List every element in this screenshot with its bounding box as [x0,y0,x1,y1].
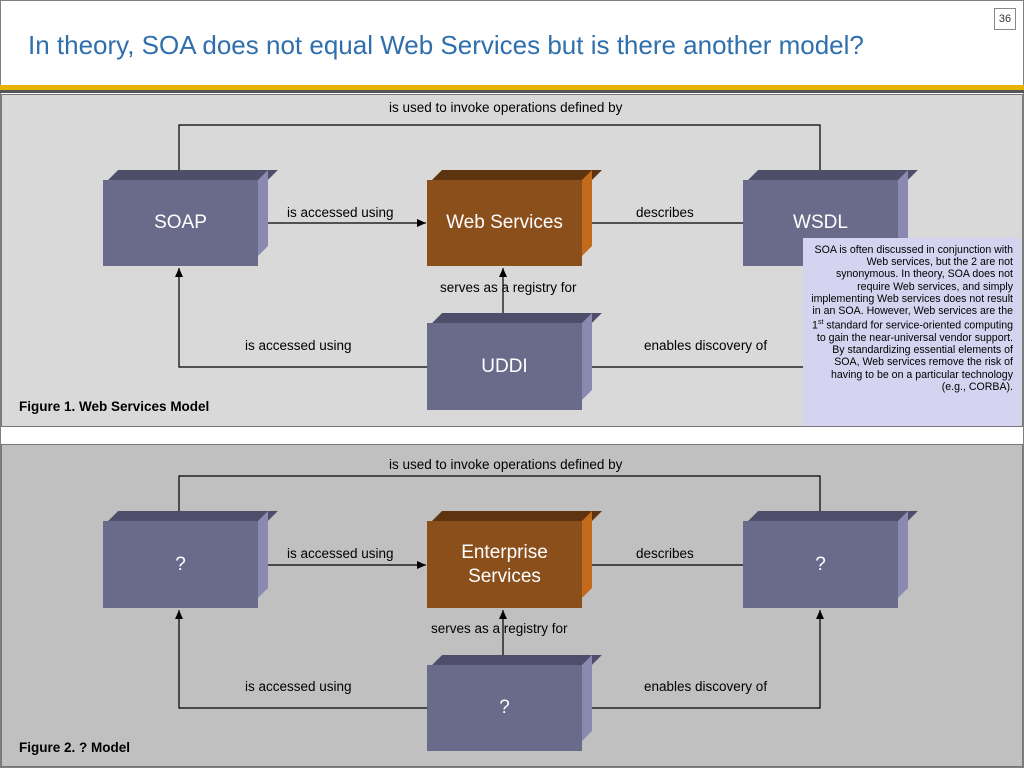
fig2-node-left: ? [103,511,268,608]
fig2-node-right: ? [743,511,908,608]
fig2-node-bottom: ? [427,655,592,751]
fig2-node-bottom-label: ? [427,665,582,751]
fig2-node-enterprise-services: Enterprise Services [427,511,602,608]
fig2-bottom-to-left [175,610,428,709]
fig2-node-left-label: ? [103,521,258,608]
fig1-label-bottom-to-left: is accessed using [245,338,352,353]
fig1-bottom-to-left [175,268,428,368]
title-rule-dark [0,90,1024,93]
fig1-label-bottom-to-center: serves as a registry for [440,280,577,295]
fig1-label-right-to-center: describes [636,205,694,220]
fig2-caption: Figure 2. ? Model [19,740,131,755]
fig1-caption: Figure 1. Web Services Model [19,399,210,414]
fig2-label-left-to-center: is accessed using [287,546,394,561]
fig2-label-right-to-center: describes [636,546,694,561]
fig1-top-connector [178,124,824,180]
soa-note-sup: st [817,319,824,327]
fig1-node-soap: SOAP [103,170,268,266]
slide-title: In theory, SOA does not equal Web Servic… [28,30,864,60]
fig1-label-top: is used to invoke operations defined by [389,100,623,115]
fig2-node-enterprise-services-label: Enterprise Services [427,521,582,608]
fig1-node-web-services-label: Web Services [427,180,582,266]
fig1-label-left-to-center: is accessed using [287,205,394,220]
panel-separator [1,427,1023,444]
fig2-label-bottom-to-center: serves as a registry for [431,621,568,636]
fig2-node-right-label: ? [743,521,898,608]
fig1-node-uddi-label: UDDI [427,323,582,410]
fig2-top-connector [178,475,824,522]
soa-note-text-b: standard for service-oriented computing … [816,319,1013,393]
fig1-label-bottom-to-right: enables discovery of [644,338,768,353]
fig2-label-bottom-to-left: is accessed using [245,679,352,694]
title-rule-gold [0,85,1024,90]
fig1-node-soap-label: SOAP [103,180,258,266]
fig2-bottom-to-right [580,610,824,709]
soa-note-text-a: SOA is often discussed in conjunction wi… [811,244,1013,332]
page-number: 36 [994,8,1016,30]
soa-note: SOA is often discussed in conjunction wi… [803,238,1021,426]
fig1-node-web-services: Web Services [427,170,602,266]
fig2-label-top: is used to invoke operations defined by [389,457,623,472]
fig2-label-bottom-to-right: enables discovery of [644,679,768,694]
fig1-node-uddi: UDDI [427,313,592,410]
